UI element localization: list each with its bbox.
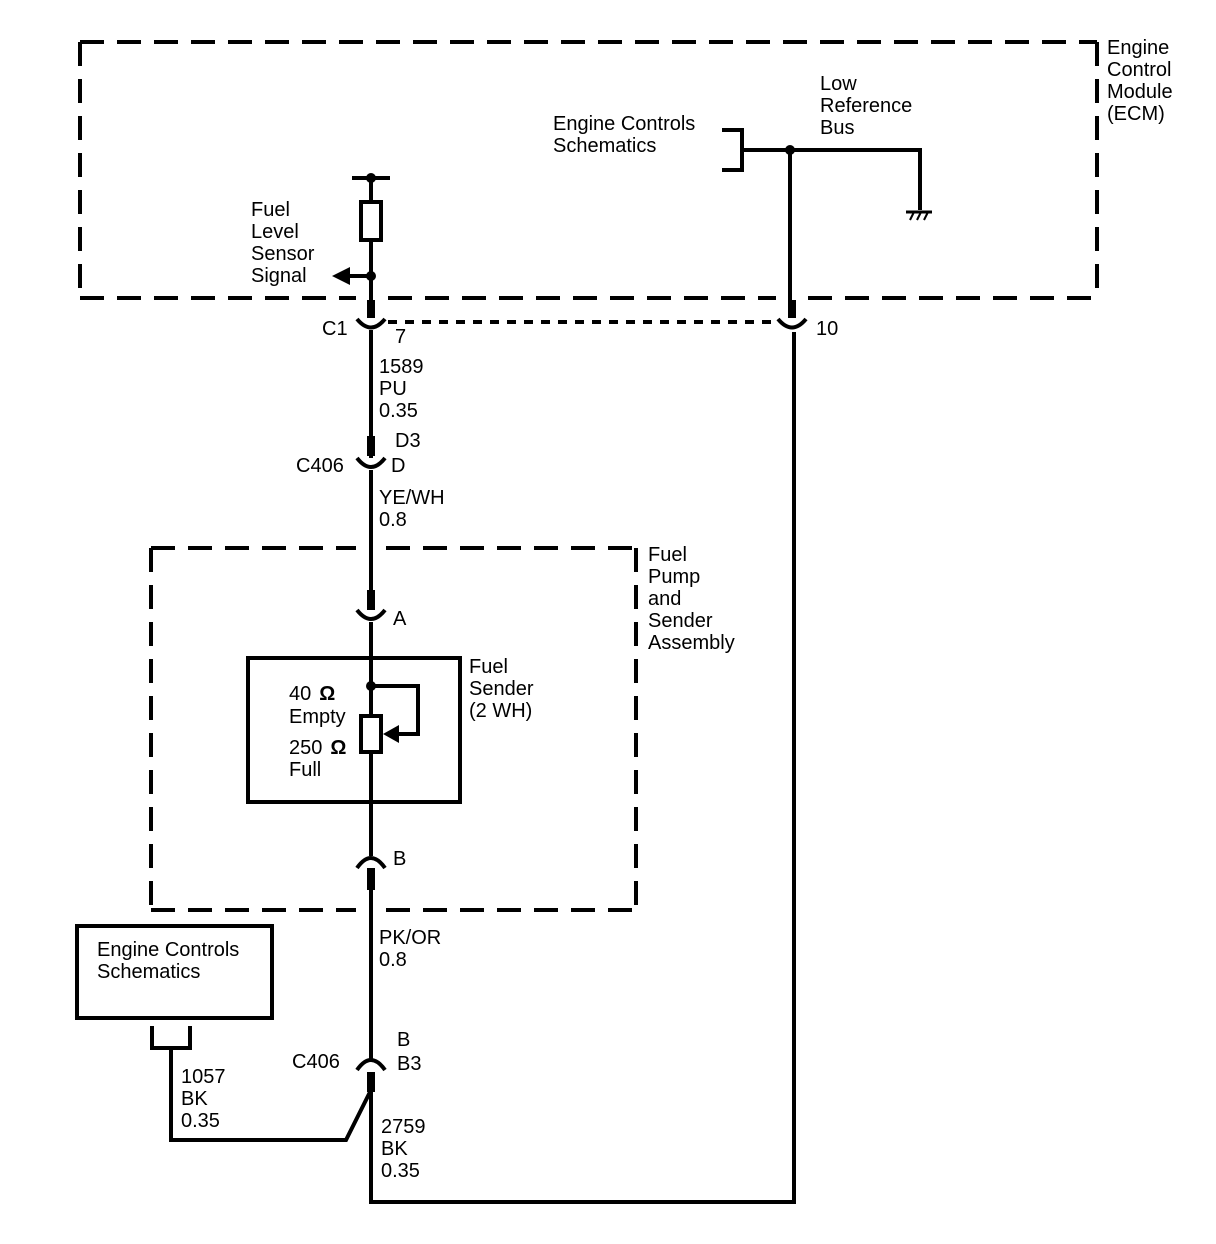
pin-a-label: A — [393, 608, 407, 630]
c1-pin-10-label: 10 — [816, 318, 838, 340]
c1-pin-10-socket — [776, 317, 808, 330]
c406-lower-label: C406 — [292, 1051, 340, 1073]
fuel-sender-box — [246, 656, 462, 804]
engine-controls-box — [75, 924, 274, 1020]
c406-pin-b3-label: B3 — [397, 1053, 421, 1075]
c1-connector-label: C1 — [322, 318, 348, 340]
c406-pin-d-label: D — [391, 455, 405, 477]
empty-label: Empty — [289, 706, 346, 728]
wire-1057-label: 1057 BK 0.35 — [181, 1066, 231, 1132]
sender-wiper-loop — [371, 684, 420, 736]
fuel-pump-assembly-boundary — [149, 546, 638, 912]
engine-controls-bracket — [722, 128, 922, 210]
wire-2759-label: 2759 BK 0.35 — [381, 1116, 431, 1182]
wire-ye-wh-label: YE/WH 0.8 — [379, 487, 450, 531]
c406-pin-d3-label: D3 — [395, 430, 421, 452]
engine-controls-box-label: Engine Controls Schematics — [97, 939, 245, 983]
pin-b-label: B — [393, 848, 406, 870]
pull-up-resistor — [359, 200, 383, 242]
ecm-engine-controls-label: Engine Controls Schematics — [553, 113, 701, 157]
fuel-sender-resistor — [359, 714, 383, 754]
c406-upper-label: C406 — [296, 455, 344, 477]
pin-a-socket — [355, 608, 387, 621]
fuel-level-sensor-signal-label: Fuel Level Sensor Signal — [251, 199, 320, 287]
wiper-arrow-icon — [383, 725, 399, 743]
fuel-pump-assembly-label: Fuel Pump and Sender Assembly — [648, 544, 735, 654]
engine-controls-bracket-lower — [150, 1026, 192, 1050]
signal-arrow-icon — [332, 267, 350, 285]
wire-2759 — [369, 332, 796, 1204]
full-label: Full — [289, 759, 321, 781]
wire-1589-label: 1589 PU 0.35 — [379, 356, 429, 422]
c1-pin-7-label: 7 — [395, 326, 406, 348]
ecm-boundary — [78, 40, 1099, 300]
c406-pin-b-socket — [355, 1058, 387, 1072]
wire-pk-or-label: PK/OR 0.8 — [379, 927, 447, 971]
low-reference-bus-label: Low Reference Bus — [820, 73, 918, 139]
ground-icon — [906, 210, 932, 221]
c406-pin-d-socket — [355, 456, 387, 469]
c406-pin-b-label: B — [397, 1029, 410, 1051]
wire-1057 — [169, 1048, 373, 1142]
fuel-sender-label: Fuel Sender (2 WH) — [469, 656, 539, 722]
pin-b-socket — [355, 856, 387, 870]
c1-pin-7-socket — [355, 317, 387, 330]
ecm-label: Engine Control Module (ECM) — [1107, 37, 1178, 125]
